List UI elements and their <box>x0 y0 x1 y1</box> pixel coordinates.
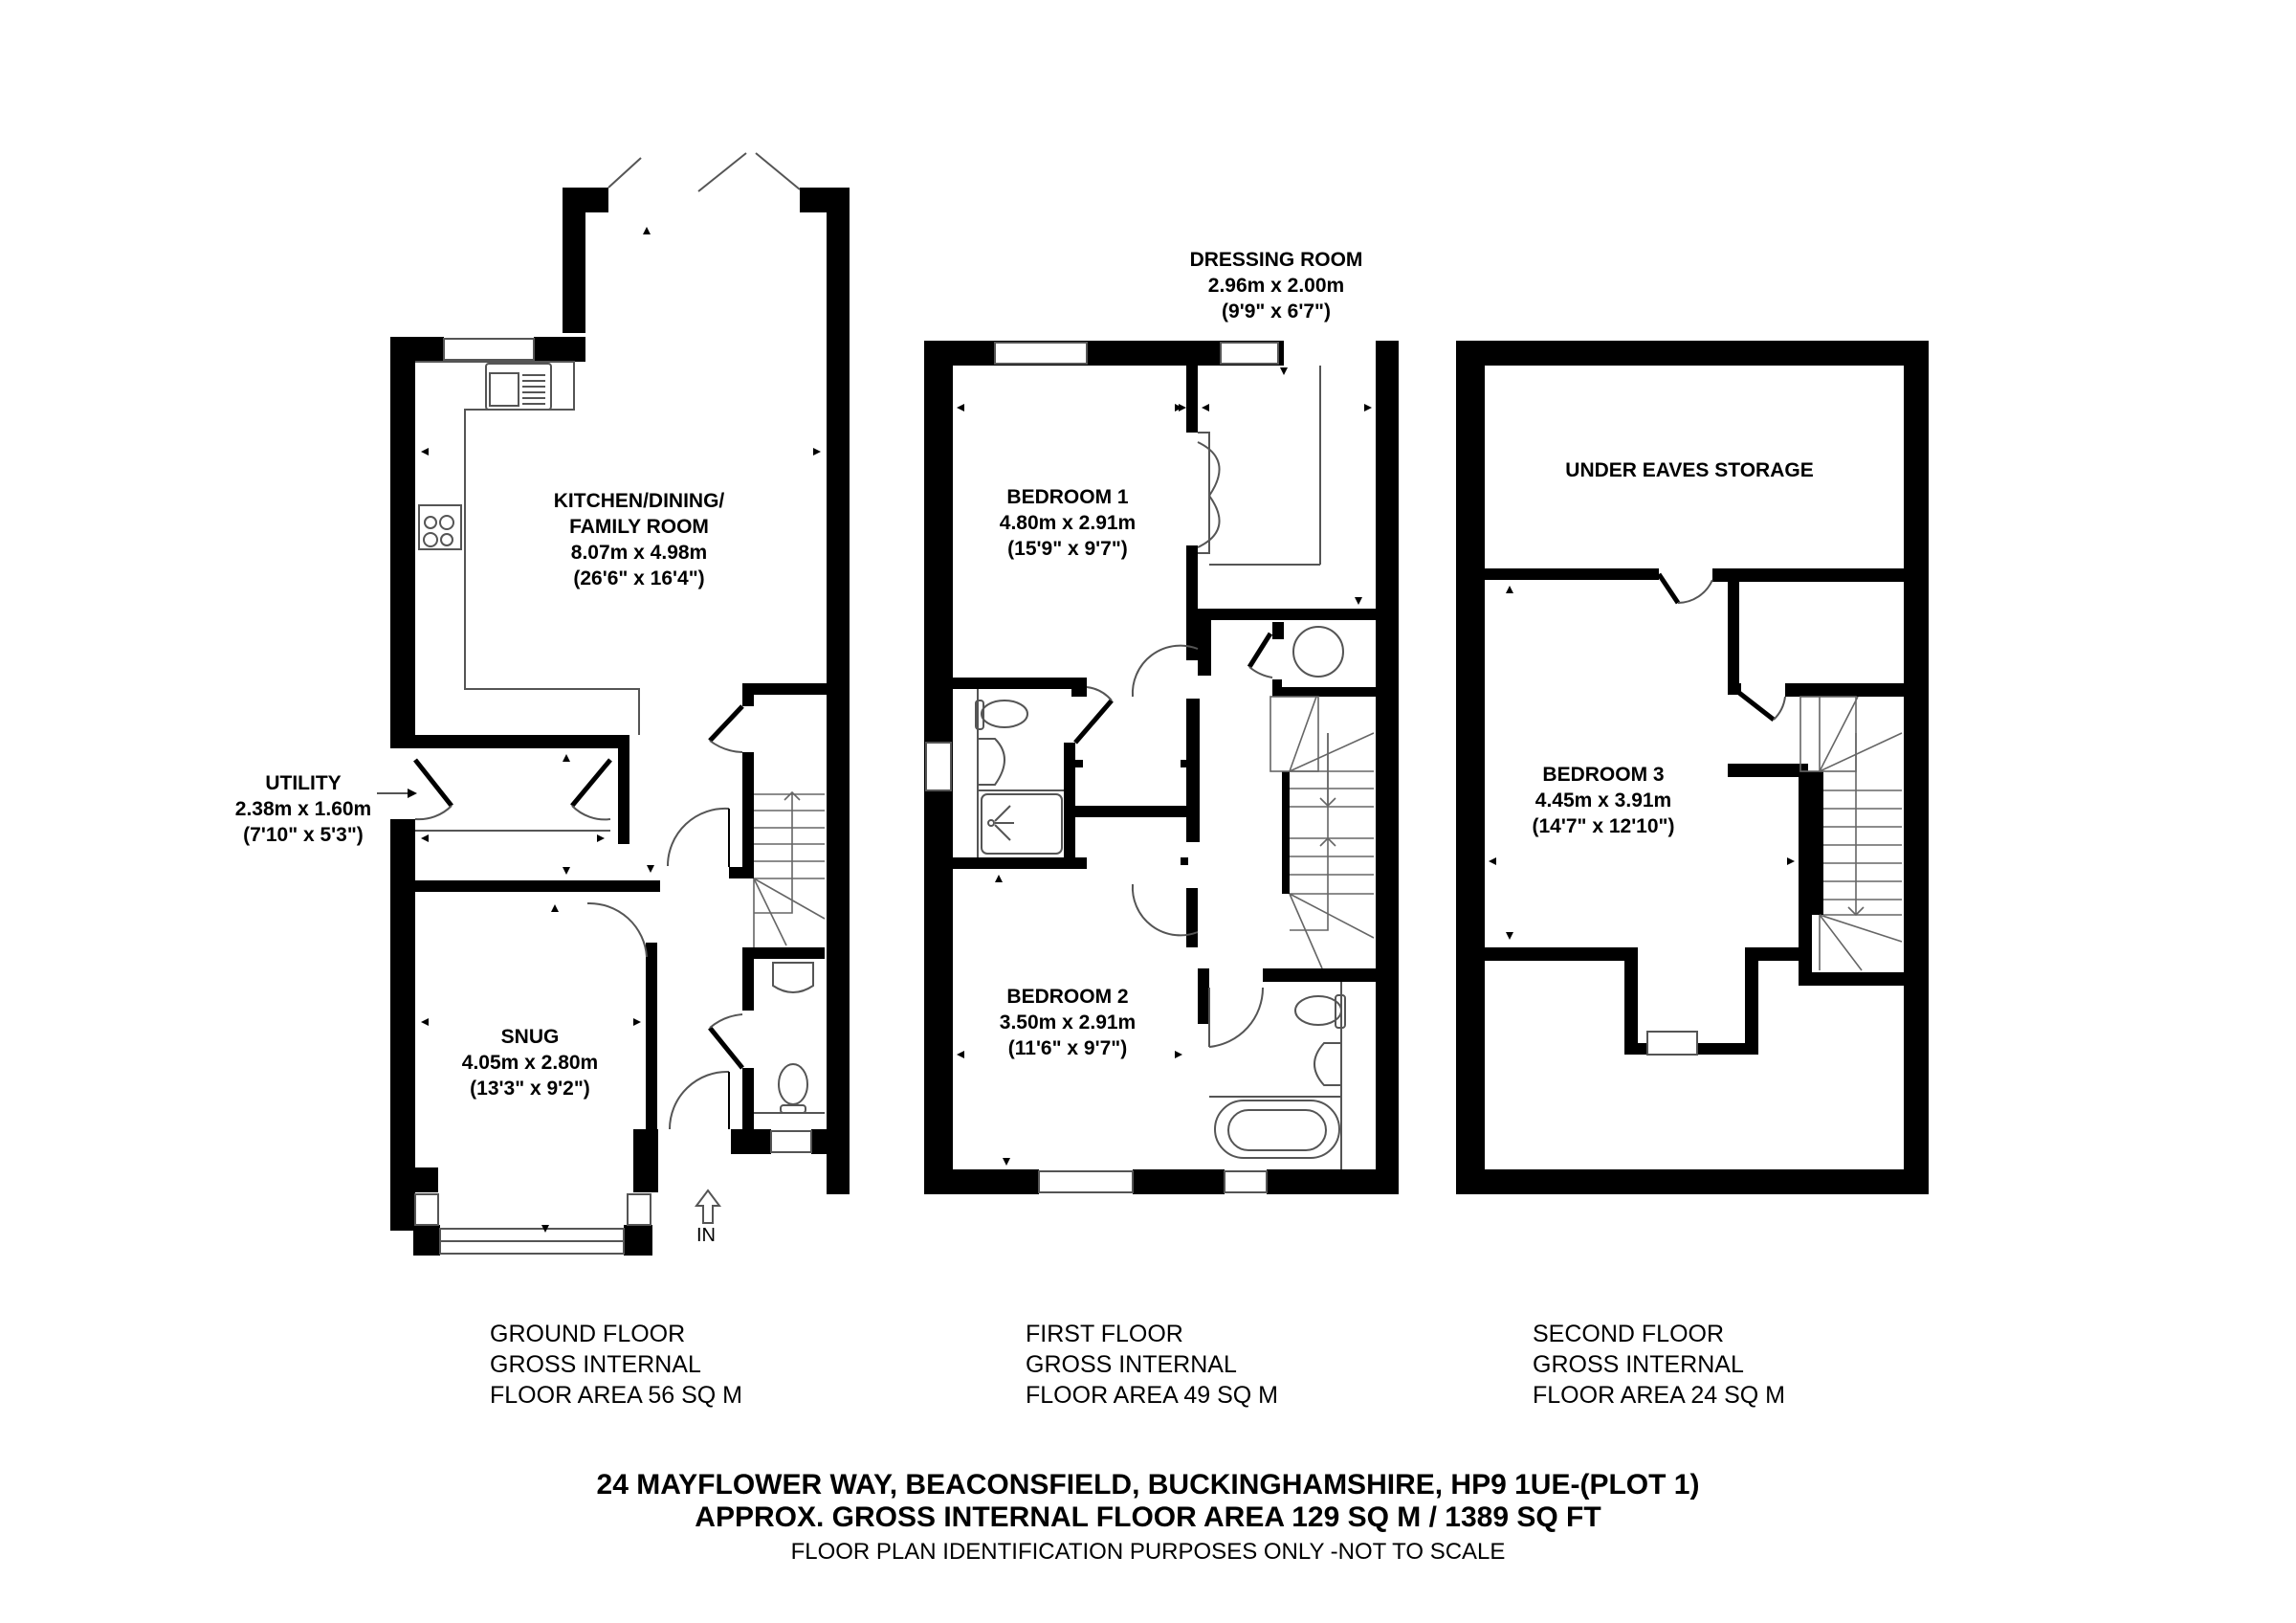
plan-footer: 24 MAYFLOWER WAY, BEACONSFIELD, BUCKINGH… <box>0 1469 2296 1567</box>
room-dimensions-imperial: (11'6" x 9'7") <box>1007 1037 1128 1059</box>
room-dimensions-imperial: (26'6" x 16'4") <box>573 567 705 589</box>
floor-area-value: FLOOR AREA 56 SQ M <box>490 1382 742 1409</box>
room-name: FAMILY ROOM <box>569 516 709 538</box>
room-label-dressing-room: DRESSING ROOM 2.96m x 2.00m (9'9" x 6'7"… <box>1190 247 1363 324</box>
floor-name: GROUND FLOOR <box>490 1321 686 1347</box>
room-dimensions-metric: 2.96m x 2.00m <box>1207 275 1345 297</box>
room-dimensions-imperial: (13'3" x 9'2") <box>470 1078 590 1100</box>
room-label-bedroom-1: BEDROOM 1 4.80m x 2.91m (15'9" x 9'7") <box>1000 484 1136 562</box>
room-label-utility: UTILITY 2.38m x 1.60m (7'10" x 5'3") <box>235 770 371 848</box>
room-dimensions-metric: 4.80m x 2.91m <box>999 512 1137 534</box>
room-dimensions-metric: 8.07m x 4.98m <box>570 542 708 564</box>
room-name: UNDER EAVES STORAGE <box>1565 459 1814 481</box>
room-name: UTILITY <box>265 772 342 794</box>
room-dimensions-imperial: (14'7" x 12'10") <box>1532 815 1675 837</box>
total-floor-area: APPROX. GROSS INTERNAL FLOOR AREA 129 SQ… <box>695 1501 1601 1533</box>
room-name: SNUG <box>500 1026 560 1048</box>
room-name: KITCHEN/DINING/ <box>553 490 725 512</box>
room-label-bedroom-2: BEDROOM 2 3.50m x 2.91m (11'6" x 9'7") <box>1000 984 1136 1061</box>
floor-name: SECOND FLOOR <box>1533 1321 1725 1347</box>
floor-name: FIRST FLOOR <box>1026 1321 1183 1347</box>
room-label-bedroom-3: BEDROOM 3 4.45m x 3.91m (14'7" x 12'10") <box>1533 762 1675 839</box>
room-dimensions-imperial: (15'9" x 9'7") <box>1007 538 1128 560</box>
floor-caption-second: SECOND FLOOR GROSS INTERNAL FLOOR AREA 2… <box>1533 1319 1785 1411</box>
room-label-under-eaves-storage: UNDER EAVES STORAGE <box>1565 457 1813 483</box>
room-label-kitchen: KITCHEN/DINING/ FAMILY ROOM 8.07m x 4.98… <box>554 488 725 591</box>
room-dimensions-imperial: (9'9" x 6'7") <box>1222 300 1331 322</box>
room-name: BEDROOM 3 <box>1542 764 1665 786</box>
floor-area-label: GROSS INTERNAL <box>490 1351 701 1378</box>
room-dimensions-imperial: (7'10" x 5'3") <box>243 824 364 846</box>
room-dimensions-metric: 4.05m x 2.80m <box>461 1052 599 1074</box>
room-label-snug: SNUG 4.05m x 2.80m (13'3" x 9'2") <box>462 1024 598 1101</box>
room-name: BEDROOM 2 <box>1006 986 1129 1008</box>
floor-caption-ground: GROUND FLOOR GROSS INTERNAL FLOOR AREA 5… <box>490 1319 742 1411</box>
room-name: DRESSING ROOM <box>1189 249 1363 271</box>
disclaimer: FLOOR PLAN IDENTIFICATION PURPOSES ONLY … <box>790 1539 1506 1565</box>
utility-pointer-arrow <box>377 789 417 798</box>
entrance-label: IN <box>696 1225 716 1246</box>
room-dimensions-metric: 4.45m x 3.91m <box>1534 789 1672 812</box>
floor-area-label: GROSS INTERNAL <box>1026 1351 1237 1378</box>
room-name: BEDROOM 1 <box>1006 486 1129 508</box>
room-dimensions-metric: 2.38m x 1.60m <box>234 798 372 820</box>
second-floor-plan <box>1456 341 1929 1194</box>
floor-area-label: GROSS INTERNAL <box>1533 1351 1744 1378</box>
floor-caption-first: FIRST FLOOR GROSS INTERNAL FLOOR AREA 49… <box>1026 1319 1278 1411</box>
floor-area-value: FLOOR AREA 24 SQ M <box>1533 1382 1785 1409</box>
first-floor-plan <box>924 341 1399 1194</box>
room-dimensions-metric: 3.50m x 2.91m <box>999 1012 1137 1034</box>
ground-floor-plan <box>390 152 850 1256</box>
property-address: 24 MAYFLOWER WAY, BEACONSFIELD, BUCKINGH… <box>596 1469 1700 1501</box>
floor-area-value: FLOOR AREA 49 SQ M <box>1026 1382 1278 1409</box>
